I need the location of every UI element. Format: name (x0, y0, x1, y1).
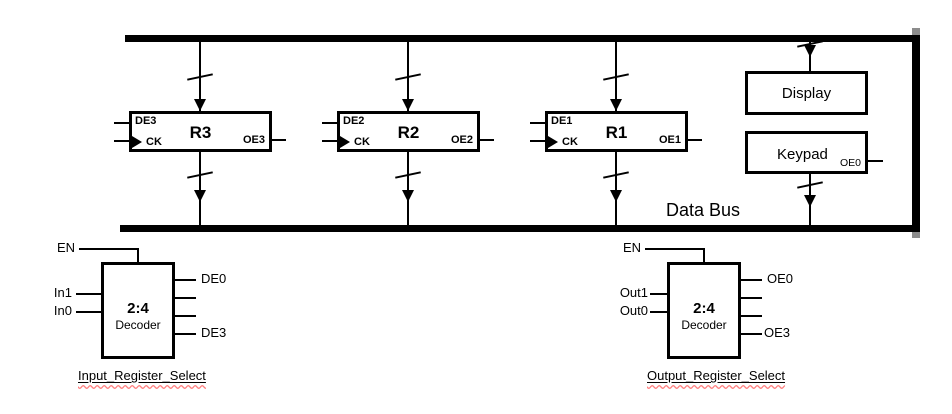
r2-ck-label: CK (354, 136, 370, 148)
r3-name-label: R3 (189, 123, 212, 142)
r2-clock-edge-icon (340, 136, 350, 148)
output-decoder-caption-text: Output_Register_Select (647, 368, 786, 383)
r1-output-arrowhead-icon (610, 190, 622, 202)
r1-oe-stub-wire (688, 139, 702, 141)
r2-to-bus-wire (407, 152, 409, 225)
input-decoder-en-hwire (79, 248, 139, 250)
output-decoder-ratio-label: 2:4 (693, 300, 715, 317)
display-label: Display (781, 84, 832, 102)
register-r2: DE2 CK R2 OE2 (337, 111, 480, 152)
r1-ck-stub-wire (530, 140, 545, 142)
r3-ck-label: CK (146, 136, 162, 148)
r3-de-label: DE3 (135, 115, 157, 127)
register-r1: DE1 CK R1 OE1 (545, 111, 688, 152)
r3-ck-stub-wire (114, 140, 129, 142)
output-decoder-out2-wire (741, 315, 762, 317)
output-decoder-out1-wire (741, 297, 762, 299)
r1-de-stub-wire (530, 122, 545, 124)
input-decoder-type-label: Decoder (115, 318, 161, 332)
r2-oe-stub-wire (480, 139, 494, 141)
output-decoder-caption: Output_Register_Select (647, 369, 785, 382)
input-decoder-in1-label: In1 (53, 285, 72, 300)
r3-oe-stub-wire (272, 139, 286, 141)
bus-corner-nub-bottom (912, 232, 920, 238)
output-decoder-en-vwire (703, 248, 705, 264)
output-decoder-out1-label: Out1 (619, 285, 648, 300)
output-decoder-out3-wire (741, 333, 762, 335)
keypad-oe-subscript-label: OE0 (840, 157, 862, 169)
input-decoder-in1-wire (76, 293, 101, 295)
input-decoder-de3-label: DE3 (201, 325, 227, 340)
bus-corner-nub-top (912, 28, 920, 35)
output-decoder-sel1-wire (650, 293, 667, 295)
r1-to-bus-wire (615, 152, 617, 225)
output-decoder-out0-wire (741, 279, 762, 281)
r2-de-label: DE2 (343, 115, 365, 127)
r2-de-stub-wire (322, 122, 337, 124)
output-decoder-sel0-wire (650, 311, 667, 313)
keypad-label: Keypad (777, 146, 828, 163)
r3-clock-edge-icon (132, 136, 142, 148)
display-arrowhead-icon (804, 45, 816, 57)
r1-de-label: DE1 (551, 115, 573, 127)
input-decoder-caption-text: Input_Register_Select (78, 368, 206, 383)
r3-output-arrowhead-icon (194, 190, 206, 202)
r3-de-stub-wire (114, 122, 129, 124)
r3-to-bus-wire (199, 152, 201, 225)
input-decoder-in0-label: In0 (53, 303, 72, 318)
output-decoder-type-label: Decoder (681, 318, 727, 332)
r1-input-arrowhead-icon (610, 99, 622, 111)
input-decoder-de0-label: DE0 (201, 271, 227, 286)
r2-input-arrowhead-icon (402, 99, 414, 111)
input-decoder-out3-wire (175, 333, 196, 335)
data-bus-label: Data Bus (666, 200, 741, 220)
input-decoder-en-vwire (137, 248, 139, 264)
r2-output-arrowhead-icon (402, 190, 414, 202)
display-box: Display (745, 71, 868, 115)
output-decoder-en-hwire (645, 248, 705, 250)
input-decoder-box: 2:4 Decoder (101, 262, 175, 359)
r3-input-arrowhead-icon (194, 99, 206, 111)
input-decoder-ratio-label: 2:4 (127, 300, 149, 317)
data-bus-top-rail (125, 35, 920, 42)
register-r3: DE3 CK R3 OE3 (129, 111, 272, 152)
keypad-arrowhead-icon (804, 195, 816, 207)
r1-oe-label: OE1 (658, 134, 681, 146)
input-decoder-caption: Input_Register_Select (78, 369, 206, 382)
output-decoder-oe3-label: OE3 (764, 325, 791, 340)
r2-name-label: R2 (397, 123, 420, 142)
input-decoder-in0-wire (76, 311, 101, 313)
keypad-oe-stub-wire (868, 160, 883, 162)
r2-ck-stub-wire (322, 140, 337, 142)
r2-oe-label: OE2 (450, 134, 473, 146)
output-decoder-out0-label: Out0 (619, 303, 648, 318)
output-decoder-oe0-label: OE0 (767, 271, 794, 286)
input-decoder-en-label: EN (57, 240, 76, 255)
r1-ck-label: CK (562, 136, 578, 148)
r1-name-label: R1 (605, 123, 628, 142)
output-decoder-en-label: EN (623, 240, 642, 255)
keypad-box: Keypad OE0 (745, 131, 868, 174)
input-decoder-out0-wire (175, 279, 196, 281)
data-bus-bottom-rail (120, 225, 920, 232)
data-bus-right-rail (912, 35, 920, 232)
r1-clock-edge-icon (548, 136, 558, 148)
r3-oe-label: OE3 (242, 134, 265, 146)
input-decoder-out2-wire (175, 315, 196, 317)
output-decoder-box: 2:4 Decoder (667, 262, 741, 359)
input-decoder-out1-wire (175, 297, 196, 299)
